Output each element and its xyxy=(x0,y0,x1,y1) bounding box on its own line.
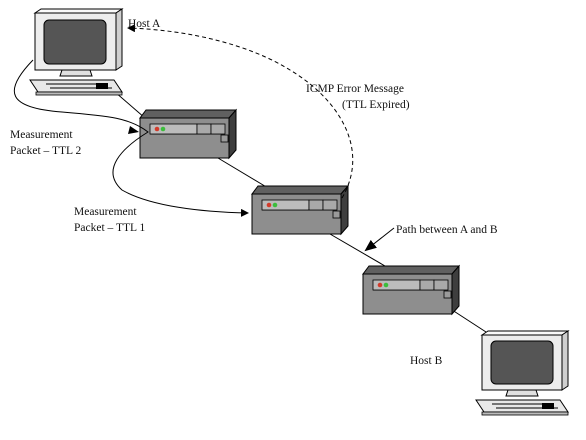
host-b-computer-icon xyxy=(475,330,570,416)
router-1-icon xyxy=(139,108,238,160)
measurement-packet-ttl2-arrow xyxy=(13,59,249,217)
router-3-icon xyxy=(362,264,461,316)
measurement-ttl2-line1: Measurement xyxy=(10,129,73,141)
icmp-error-dashed-arrow xyxy=(127,24,354,199)
path-label-arrow xyxy=(364,227,395,252)
measurement-ttl1-line1: Measurement xyxy=(74,206,137,218)
link-router2-router3 xyxy=(329,233,386,267)
measurement-ttl1-line2: Packet – TTL 1 xyxy=(74,222,145,234)
router-2-icon xyxy=(251,184,350,236)
host-a-label: Host A xyxy=(128,18,161,30)
link-hostA-router1 xyxy=(114,91,146,119)
icmp-label-line2: (TTL Expired) xyxy=(342,99,410,111)
measurement-ttl2-line2: Packet – TTL 2 xyxy=(10,145,81,157)
host-b-label: Host B xyxy=(410,355,443,367)
measurement-packet-ttl1-arrowhead xyxy=(128,126,139,134)
icmp-label-line1: ICMP Error Message xyxy=(306,83,404,95)
host-a-computer-icon xyxy=(29,8,124,96)
path-label: Path between A and B xyxy=(396,224,498,236)
